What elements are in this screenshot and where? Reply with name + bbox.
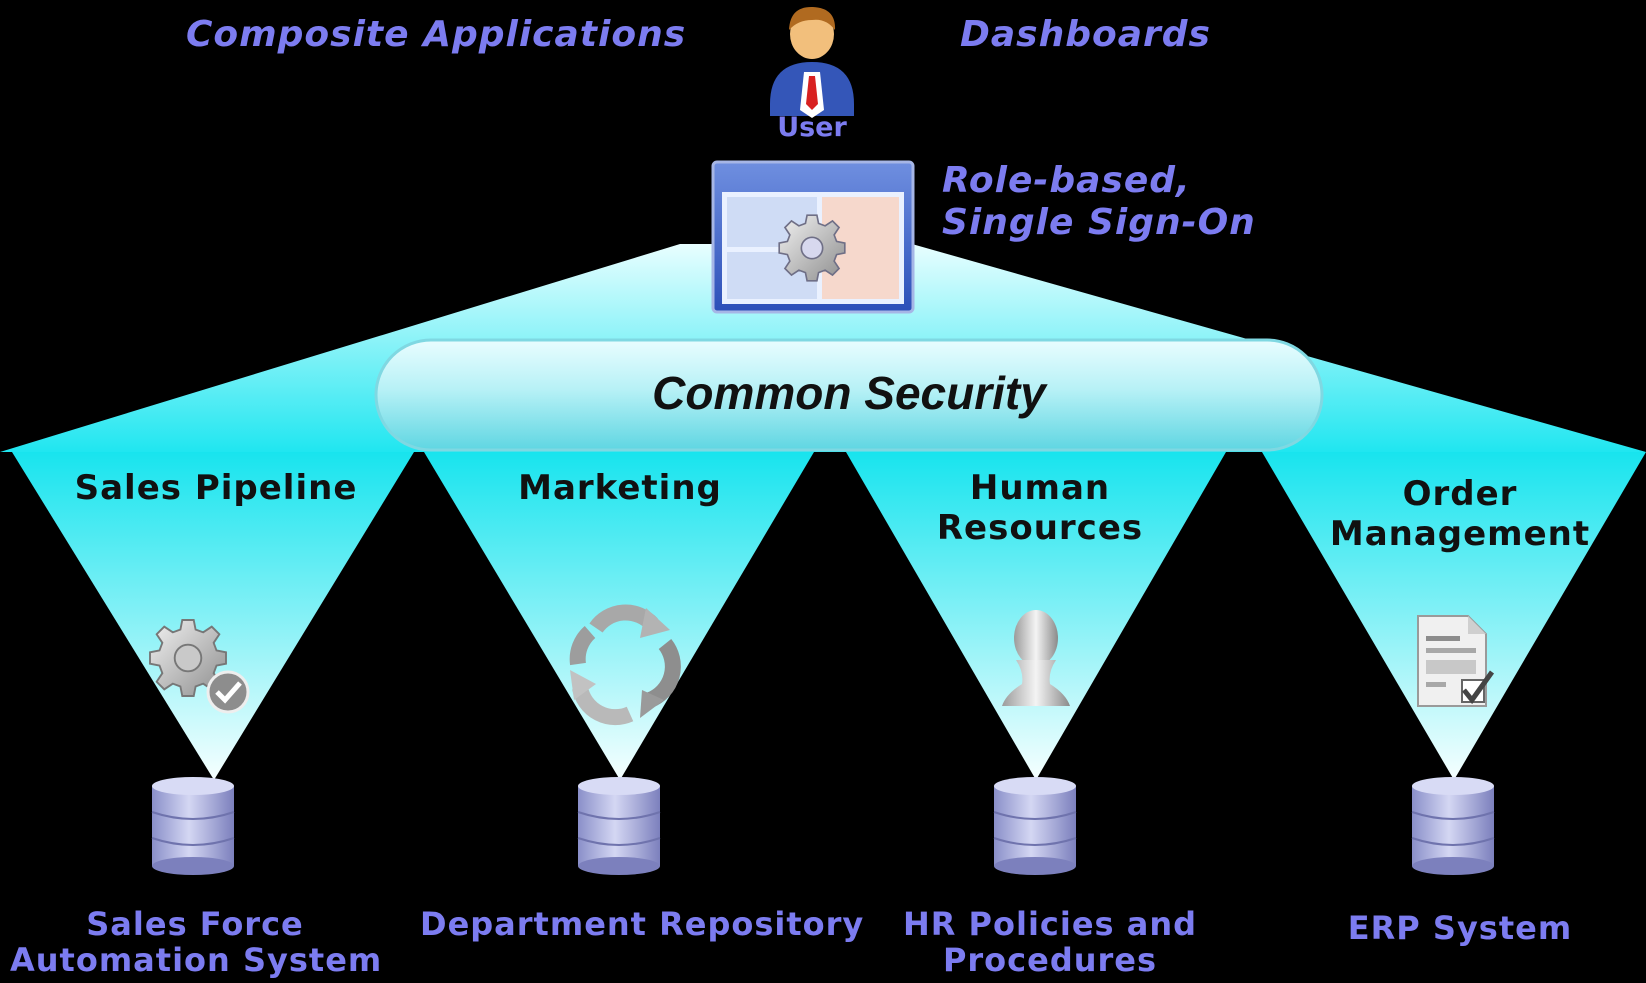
- common-security-bar: [374, 338, 1324, 452]
- dept-title-marketing: Marketing: [440, 468, 800, 508]
- database-hr: [993, 777, 1077, 875]
- database-erp: [1411, 777, 1495, 875]
- portal-window-icon: [711, 160, 915, 314]
- system-line: Procedures: [942, 941, 1158, 979]
- dept-line: Resources: [936, 508, 1144, 548]
- system-line: Department Repository: [420, 905, 865, 943]
- dept-line: Marketing: [518, 468, 722, 508]
- system-label-department-repository: Department Repository: [420, 905, 865, 943]
- system-line: Automation System: [10, 941, 383, 979]
- user-label: User: [777, 112, 847, 143]
- system-line: Sales Force: [86, 905, 304, 943]
- dept-line: Sales Pipeline: [74, 468, 358, 508]
- system-line: HR Policies and: [902, 905, 1198, 943]
- role-based-caption: Role-based, Single Sign-On: [942, 160, 1256, 244]
- dept-line: Human: [969, 468, 1111, 508]
- dept-line: Order: [1402, 474, 1518, 514]
- dept-title-order-management: Order Management: [1300, 474, 1620, 554]
- system-label-erp: ERP System: [1340, 910, 1580, 946]
- role-caption-line2: Single Sign-On: [942, 202, 1256, 243]
- dashboards-label: Dashboards: [960, 14, 1211, 55]
- system-label-hr-policies: HR Policies and Procedures: [880, 906, 1220, 978]
- user-icon: [770, 6, 854, 118]
- common-security-label: Common Security: [652, 367, 1046, 419]
- beam-sales-pipeline: [12, 452, 414, 780]
- system-line: ERP System: [1347, 909, 1573, 947]
- dept-title-sales-pipeline: Sales Pipeline: [30, 468, 402, 508]
- role-caption-line1: Role-based,: [942, 160, 1191, 201]
- document-check-icon: [1417, 615, 1495, 707]
- database-marketing: [577, 777, 661, 875]
- refresh-cycle-icon: [569, 604, 681, 726]
- system-label-sales-force: Sales Force Automation System: [10, 905, 383, 979]
- database-sales: [151, 777, 235, 875]
- composite-applications-label: Composite Applications: [186, 14, 687, 55]
- gear-check-icon: [149, 619, 250, 714]
- dept-line: Management: [1329, 514, 1591, 554]
- dept-title-human-resources: Human Resources: [860, 468, 1220, 548]
- person-pawn-icon: [1002, 610, 1070, 706]
